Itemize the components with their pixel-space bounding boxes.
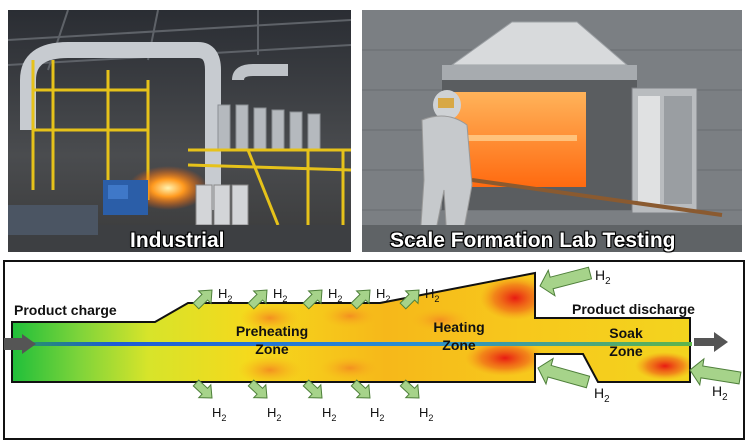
bottom-burner-arrow-icon bbox=[399, 379, 420, 399]
bottom-burner-arrow-icon bbox=[302, 379, 323, 399]
top-burner-arrow-icon bbox=[399, 289, 420, 310]
soak-zone-label-1: Soak bbox=[609, 325, 643, 341]
product-discharge-label: Product discharge bbox=[572, 301, 695, 317]
lab-caption: Scale Formation Lab Testing bbox=[390, 229, 676, 252]
charge-arrow-icon bbox=[4, 334, 36, 354]
industrial-furnace-photo bbox=[8, 10, 351, 252]
discharge-arrow-icon bbox=[694, 332, 728, 352]
top-burner-arrow-icon bbox=[247, 289, 268, 310]
heating-zone-label-2: Zone bbox=[442, 337, 476, 353]
heating-zone-label-1: Heating bbox=[433, 319, 484, 335]
bottom-burner-arrow-icon bbox=[247, 379, 268, 399]
soak-zone-label-2: Zone bbox=[609, 343, 643, 359]
product-line bbox=[12, 342, 692, 346]
heating-top-burner-arrow-icon bbox=[539, 266, 593, 297]
preheating-zone-label-2: Zone bbox=[255, 341, 289, 357]
bottom-burner-arrow-icon bbox=[350, 379, 371, 399]
heating-bottom-burner-arrow-icon bbox=[537, 357, 591, 389]
bottom-burner-arrow-icon bbox=[192, 379, 213, 399]
industrial-caption: Industrial bbox=[130, 229, 225, 252]
lab-furnace-photo bbox=[362, 10, 742, 252]
top-burner-arrow-icon bbox=[192, 289, 213, 310]
top-burner-arrow-icon bbox=[350, 289, 371, 310]
preheating-zone-label-1: Preheating bbox=[236, 323, 308, 339]
furnace-zone-diagram: Product charge Product discharge Preheat… bbox=[3, 260, 745, 440]
soak-burner-arrow-icon bbox=[689, 357, 742, 387]
product-charge-label: Product charge bbox=[14, 302, 117, 318]
top-burner-arrow-icon bbox=[302, 289, 323, 310]
